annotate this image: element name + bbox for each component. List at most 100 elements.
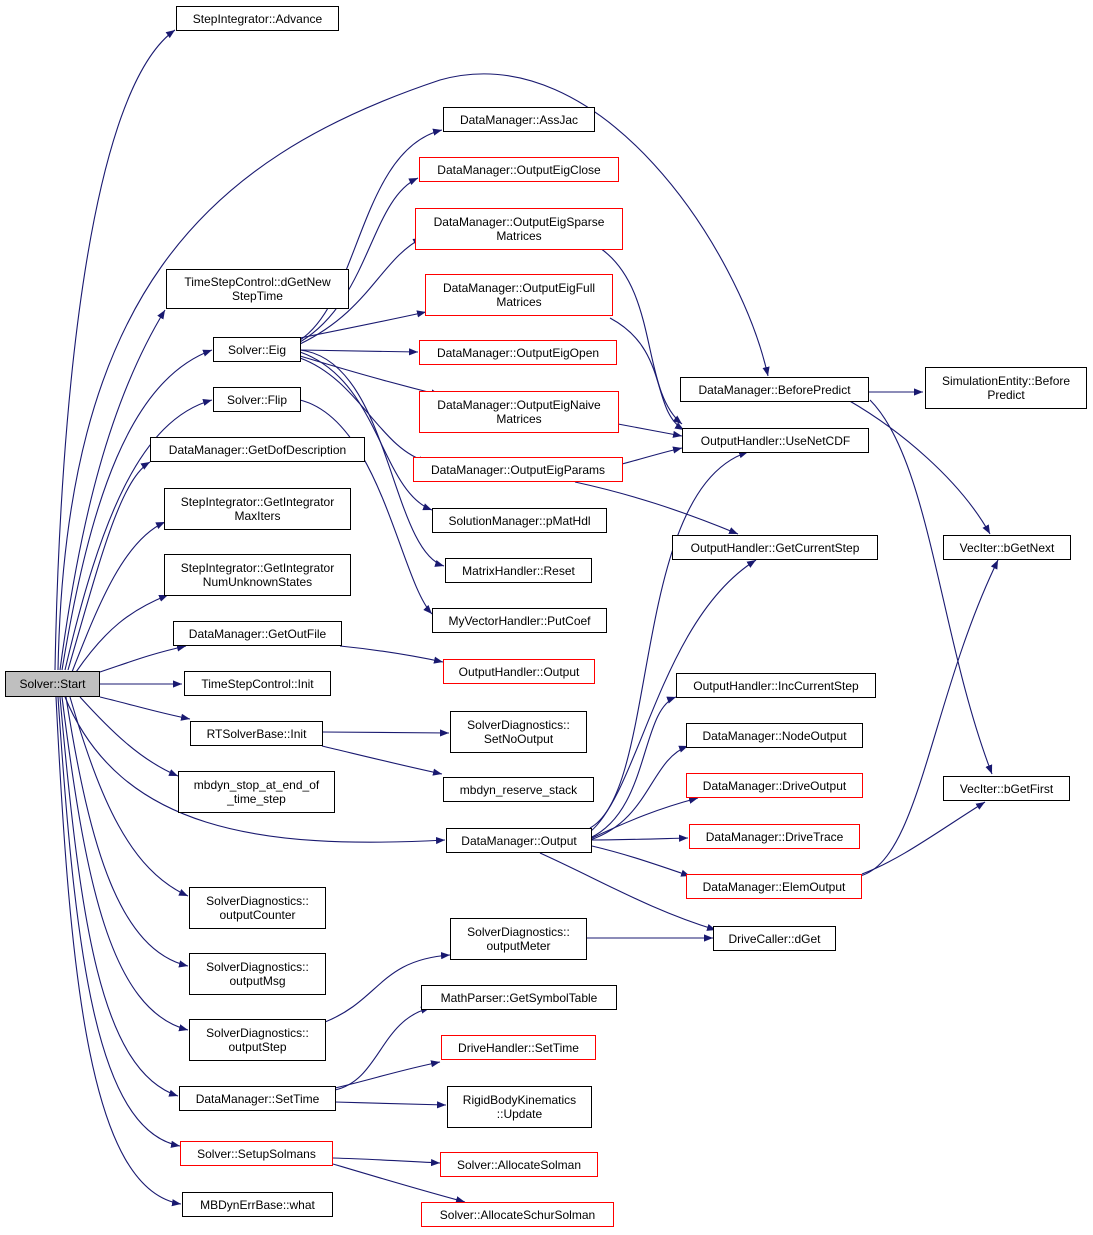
edge-eignaive-usenetcdf: [617, 423, 683, 438]
node-datamanager-outputeigparams[interactable]: DataManager::OutputEigParams: [413, 457, 623, 482]
edge-start-flip: [64, 398, 213, 671]
node-solverdiagnostics-outputmsg[interactable]: SolverDiagnostics:: outputMsg: [189, 953, 326, 995]
node-stepintegrator-getintegratornumunknownstates[interactable]: StepIntegrator::GetIntegrator NumUnknown…: [164, 554, 351, 596]
edge-dmoutput-drivetrace: [591, 834, 689, 842]
node-solverdiagnostics-outputmeter[interactable]: SolverDiagnostics:: outputMeter: [450, 918, 587, 960]
edge-start-getdof: [67, 461, 151, 671]
node-drivecaller-dget[interactable]: DriveCaller::dGet: [713, 926, 836, 951]
node-datamanager-driveoutput[interactable]: DataManager::DriveOutput: [686, 773, 863, 798]
node-veciter-bgetnext[interactable]: VecIter::bGetNext: [943, 535, 1071, 560]
node-solverdiagnostics-setnooutput[interactable]: SolverDiagnostics:: SetNoOutput: [450, 711, 587, 753]
node-datamanager-outputeignaivematrices[interactable]: DataManager::OutputEigNaive Matrices: [419, 391, 619, 433]
node-datamanager-outputeigopen[interactable]: DataManager::OutputEigOpen: [419, 340, 617, 365]
node-drivehandler-settime[interactable]: DriveHandler::SetTime: [441, 1035, 596, 1060]
edge-eigfull-usenetcdf: [609, 317, 685, 431]
edge-start-outstep: [61, 696, 189, 1032]
edge-dmoutput-elemoutput: [591, 845, 691, 877]
edge-setupsolmans-allocsolman: [332, 1157, 441, 1167]
node-solver-setupsolmans[interactable]: Solver::SetupSolmans: [180, 1141, 333, 1166]
node-datamanager-beforepredict[interactable]: DataManager::BeforePredict: [680, 377, 869, 402]
node-stepintegrator-advance[interactable]: StepIntegrator::Advance: [176, 6, 339, 31]
node-rigidbodykinematics-update[interactable]: RigidBodyKinematics ::Update: [447, 1086, 592, 1128]
edge-rtsinit-setnooutput: [321, 729, 450, 737]
edge-start-settime: [59, 696, 179, 1097]
node-datamanager-settime[interactable]: DataManager::SetTime: [179, 1086, 336, 1111]
edge-outstep-outmeter: [324, 952, 451, 1023]
node-datamanager-outputeigclose[interactable]: DataManager::OutputEigClose: [419, 157, 619, 182]
node-solver-flip[interactable]: Solver::Flip: [213, 387, 301, 412]
node-solver-allocatesolman[interactable]: Solver::AllocateSolman: [440, 1152, 598, 1177]
edge-eig-eigsparse: [299, 237, 423, 345]
edge-setupsolmans-allocschur: [332, 1163, 466, 1204]
node-datamanager-elemoutput[interactable]: DataManager::ElemOutput: [686, 874, 862, 899]
edge-start-dmoutput: [64, 696, 446, 845]
node-timestepcontrol-init[interactable]: TimeStepControl::Init: [184, 671, 331, 696]
node-datamanager-getoutfile[interactable]: DataManager::GetOutFile: [173, 621, 342, 646]
node-stepintegrator-getintegratormaxiters[interactable]: StepIntegrator::GetIntegrator MaxIters: [164, 488, 351, 530]
edge-eigsparse-usenetcdf: [599, 247, 683, 425]
edge-start-what: [55, 696, 182, 1207]
edge-beforepredict-bgetnext: [847, 399, 991, 535]
edge-start-dgetnew: [59, 309, 166, 671]
edge-eig-eigfull: [299, 310, 427, 339]
node-simulationentity-beforepredict[interactable]: SimulationEntity::Before Predict: [925, 367, 1087, 409]
node-mathparser-getsymboltable[interactable]: MathParser::GetSymbolTable: [421, 985, 617, 1010]
edge-start-setupsolmans: [57, 696, 181, 1148]
node-outputhandler-usenetcdf[interactable]: OutputHandler::UseNetCDF: [682, 428, 869, 453]
edge-elemoutput-bgetnext: [859, 559, 999, 877]
edge-eigparams-getcurstep: [574, 481, 739, 535]
node-outputhandler-getcurrentstep[interactable]: OutputHandler::GetCurrentStep: [672, 535, 878, 560]
node-solverdiagnostics-outputstep[interactable]: SolverDiagnostics:: outputStep: [189, 1019, 326, 1061]
edge-start-outmsg: [65, 696, 189, 968]
node-datamanager-outputeigfullmatrices[interactable]: DataManager::OutputEigFull Matrices: [425, 274, 613, 316]
node-timestepcontrol-dgetnewsteptime[interactable]: TimeStepControl::dGetNew StepTime: [166, 269, 349, 309]
edge-dmoutput-dget: [539, 852, 717, 931]
edge-start-getnumunk: [75, 594, 169, 673]
edge-dmoutput-getcurstep: [589, 559, 757, 833]
edge-start-rtsinit: [99, 696, 191, 721]
node-datamanager-getdofdescription[interactable]: DataManager::GetDofDescription: [150, 437, 365, 462]
edge-start-beforepredict: [57, 73, 770, 671]
edge-start-advance: [54, 29, 176, 671]
edge-dmoutput-driveoutput: [591, 796, 699, 839]
node-solver-eig[interactable]: Solver::Eig: [213, 337, 301, 362]
edge-flip-putcoef: [299, 399, 433, 615]
edge-dmoutput-usenetcdf: [589, 451, 749, 829]
node-datamanager-assjac[interactable]: DataManager::AssJac: [443, 107, 595, 132]
node-datamanager-output[interactable]: DataManager::Output: [446, 828, 592, 853]
node-veciter-bgetfirst[interactable]: VecIter::bGetFirst: [943, 776, 1070, 801]
edge-dmoutput-nodeoutput: [589, 745, 689, 841]
edge-eig-mhreset: [299, 349, 445, 567]
edge-getoutfile-ohoutput: [339, 645, 444, 664]
node-datamanager-nodeoutput[interactable]: DataManager::NodeOutput: [686, 723, 863, 748]
node-solverdiagnostics-outputcounter[interactable]: SolverDiagnostics:: outputCounter: [189, 887, 326, 929]
node-solutionmanager-pmathdl[interactable]: SolutionManager::pMatHdl: [432, 508, 607, 533]
edge-eig-eignaive: [299, 355, 441, 397]
node-mbdyn-stop-at-end-of-time-step[interactable]: mbdyn_stop_at_end_of _time_step: [178, 771, 335, 813]
edge-dmoutput-inccurstep: [589, 696, 677, 839]
edge-beforepredict-bgetfirst: [869, 399, 993, 775]
edge-settime-getsymtable: [334, 1006, 431, 1091]
node-mbdynerrbase-what[interactable]: MBDynErrBase::what: [182, 1192, 333, 1217]
node-outputhandler-inccurrentstep[interactable]: OutputHandler::IncCurrentStep: [676, 673, 876, 698]
edge-eigparams-usenetcdf: [621, 446, 683, 465]
node-rtsolverbase-init[interactable]: RTSolverBase::Init: [190, 721, 323, 746]
edge-rtsinit-reservestack: [321, 745, 443, 776]
edge-start-getmaxiters: [71, 521, 166, 673]
node-mbdyn-reserve-stack[interactable]: mbdyn_reserve_stack: [443, 777, 594, 802]
edge-eig-pmathdl: [299, 351, 433, 511]
node-solver-allocateschursolman[interactable]: Solver::AllocateSchurSolman: [421, 1202, 614, 1227]
node-datamanager-drivetrace[interactable]: DataManager::DriveTrace: [689, 824, 860, 849]
edge-eig-assjac: [299, 128, 443, 341]
node-solver-start[interactable]: Solver::Start: [5, 671, 100, 697]
edge-start-eig: [61, 349, 213, 671]
node-matrixhandler-reset[interactable]: MatrixHandler::Reset: [445, 558, 592, 583]
node-outputhandler-output[interactable]: OutputHandler::Output: [443, 659, 595, 684]
edge-settime-dhsettime: [334, 1060, 441, 1089]
edge-settime-rbkupdate: [334, 1101, 447, 1109]
edge-eig-eigclose: [299, 177, 419, 343]
node-datamanager-outputeigsparsematrices[interactable]: DataManager::OutputEigSparse Matrices: [415, 208, 623, 250]
node-myvectorhandler-putcoef[interactable]: MyVectorHandler::PutCoef: [432, 608, 607, 633]
